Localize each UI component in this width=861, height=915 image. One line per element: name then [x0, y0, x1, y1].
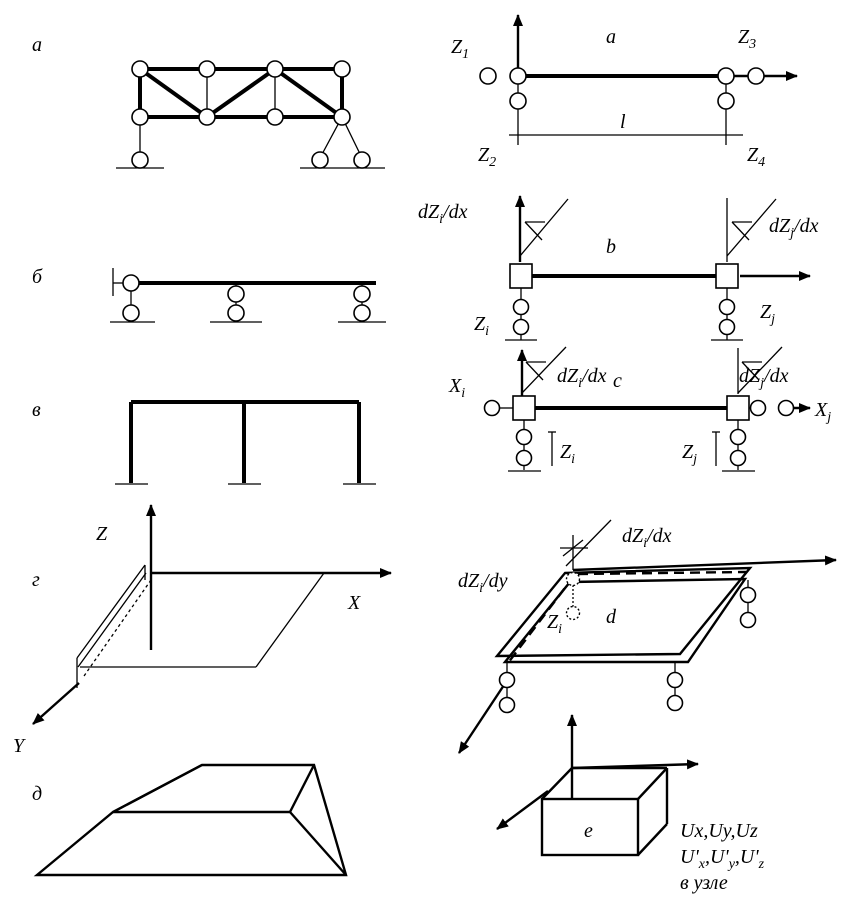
label-a-left: а	[32, 34, 42, 56]
label-g-left: г	[32, 569, 40, 591]
plate-element-diagram	[457, 519, 837, 754]
beam-element-diagram	[505, 195, 811, 341]
svg-text:dZj/dx: dZj/dx	[769, 215, 819, 241]
svg-text:dZi/dx: dZi/dx	[622, 525, 672, 551]
c-xj-main: X	[814, 399, 828, 421]
c-zj-main: Z	[682, 441, 694, 463]
b-dzi-b: /dx	[442, 201, 468, 223]
label-v-left: в	[32, 399, 41, 421]
frame-diagram	[115, 400, 376, 485]
c-dzj-sub: j	[758, 376, 764, 391]
d-dzx-a: dZ	[622, 525, 644, 547]
axis-z-label: Z	[96, 523, 108, 545]
c-dzi-b: /dx	[581, 365, 607, 387]
svg-text:Z1: Z1	[451, 36, 469, 62]
c-dzi-a: dZ	[557, 365, 579, 387]
solid-element-diagram	[496, 714, 699, 857]
d-dzy-b: /dy	[482, 570, 508, 592]
element-e-label: e	[584, 820, 593, 842]
z4-main: Z	[747, 144, 759, 166]
c-dzj-b: /dx	[763, 365, 789, 387]
element-a-label: a	[606, 26, 616, 48]
label-b-left: б	[32, 266, 43, 288]
d-zi-sub: i	[558, 622, 562, 637]
svg-text:Zj: Zj	[682, 441, 697, 467]
svg-text:Z4: Z4	[747, 144, 765, 170]
b-zi-sub: i	[485, 324, 489, 339]
dof-line-3: в узле	[680, 872, 728, 894]
axis-x-label: X	[347, 592, 361, 614]
z4-sub: 4	[758, 155, 765, 170]
z3-main: Z	[738, 26, 750, 48]
plate-axes-diagram	[32, 504, 392, 725]
svg-text:Xj: Xj	[814, 399, 831, 425]
d-dzx-sub: i	[643, 536, 647, 551]
svg-text:Zi: Zi	[474, 313, 489, 339]
z3-sub: 3	[748, 37, 756, 52]
solid-body-diagram	[33, 763, 348, 877]
c-zi-main: Z	[560, 441, 572, 463]
z1-sub: 1	[462, 47, 469, 62]
c-zi-sub: i	[571, 452, 575, 467]
b-dzj-b: /dx	[793, 215, 819, 237]
d-dzy-sub: i	[479, 581, 483, 596]
svg-text:Zi: Zi	[560, 441, 575, 467]
b-zi-main: Z	[474, 313, 486, 335]
length-l-label: l	[620, 111, 626, 133]
svg-text:Zj: Zj	[760, 301, 775, 327]
z1-main: Z	[451, 36, 463, 58]
c-xi-sub: i	[461, 386, 465, 401]
b-zj-main: Z	[760, 301, 772, 323]
svg-text:Z3: Z3	[738, 26, 756, 52]
c-dzi-sub: i	[578, 376, 582, 391]
c-zj-sub: j	[691, 452, 697, 467]
truss-element-diagram	[479, 14, 798, 145]
c-dzj-a: dZ	[739, 365, 761, 387]
continuous-beam-diagram	[110, 268, 386, 323]
element-c-label: c	[613, 370, 622, 392]
d-dzx-b: /dx	[646, 525, 672, 547]
d-zi-main: Z	[547, 611, 559, 633]
svg-text:dZi/dx: dZi/dx	[418, 201, 468, 227]
b-dzj-a: dZ	[769, 215, 791, 237]
svg-text:Zi: Zi	[547, 611, 562, 637]
truss-diagram	[116, 60, 385, 169]
c-xj-sub: j	[825, 410, 831, 425]
dof-line-1: Ux,Uy,Uz	[680, 820, 758, 842]
frame-element-diagram	[483, 346, 811, 472]
svg-text:dZi/dy: dZi/dy	[458, 570, 508, 596]
svg-text:dZj/dx: dZj/dx	[739, 365, 789, 391]
element-b-label: b	[606, 236, 616, 258]
axis-y-label: Y	[13, 735, 26, 757]
b-dzi-sub: i	[439, 212, 443, 227]
label-d-left: д	[32, 783, 42, 805]
d-dzy-a: dZ	[458, 570, 480, 592]
z2-main: Z	[478, 144, 490, 166]
dof-line-2: U'x,U'y,U'z	[680, 846, 765, 872]
c-xi-main: X	[448, 375, 462, 397]
b-zj-sub: j	[769, 312, 775, 327]
b-dzj-sub: j	[788, 226, 794, 241]
svg-text:dZi/dx: dZi/dx	[557, 365, 607, 391]
z2-sub: 2	[489, 155, 496, 170]
svg-text:Z2: Z2	[478, 144, 496, 170]
element-d-label: d	[606, 606, 617, 628]
b-dzi-a: dZ	[418, 201, 440, 223]
svg-text:Xi: Xi	[448, 375, 465, 401]
